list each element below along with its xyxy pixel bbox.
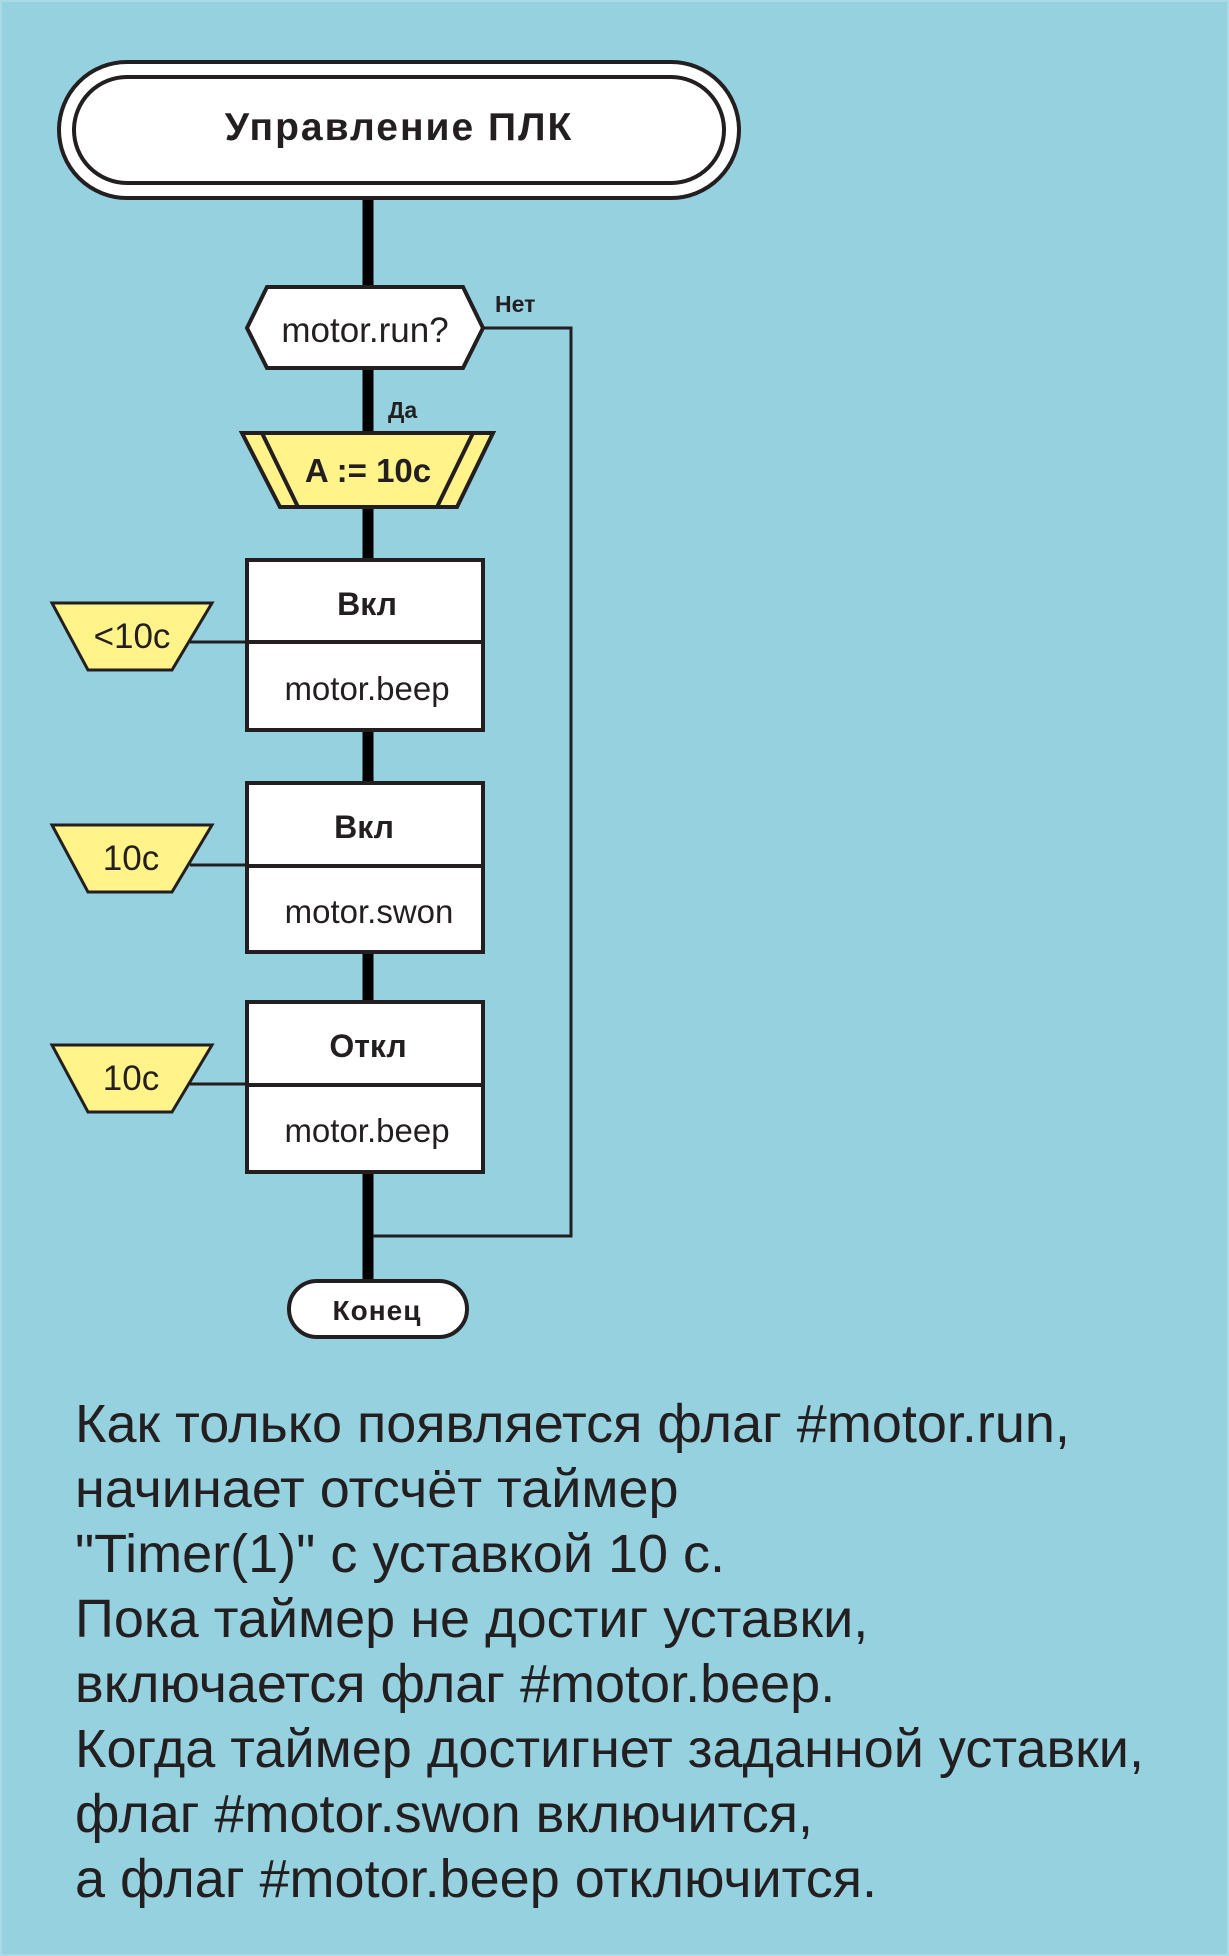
condition-text: 10c: [103, 1059, 159, 1098]
action-block-1: Вкл motor.beep <10c: [49, 558, 485, 732]
condition-shape: [49, 601, 215, 672]
action-state: Откл: [329, 1028, 406, 1064]
condition-shape: [49, 1043, 215, 1114]
title-text: Управление ПЛК: [225, 106, 574, 149]
description-line: Как только появляется флаг #motor.run,: [75, 1394, 1070, 1454]
decision-motor-run: motor.run? Нет Да: [244, 285, 535, 423]
description-line: а флаг #motor.beep отключится.: [75, 1849, 878, 1909]
description-line: Когда таймер достигнет заданной уставки,: [75, 1719, 1144, 1779]
action-state: Вкл: [334, 809, 394, 845]
action-block-3: Откл motor.beep 10c: [49, 1000, 485, 1174]
action-flag: motor.beep: [284, 670, 449, 707]
condition-shape: [49, 823, 215, 894]
action-flag: motor.beep: [284, 1112, 449, 1149]
action-block-2: Вкл motor.swon 10c: [49, 781, 485, 954]
description-line: включается флаг #motor.beep.: [75, 1654, 836, 1714]
preparation-text: A := 10c: [305, 452, 431, 489]
title-terminator: Управление ПЛК: [57, 60, 741, 200]
end-shape: [287, 1279, 469, 1339]
preparation-inner-left: [260, 432, 300, 508]
condition-text: <10c: [94, 617, 171, 656]
description-line: "Timer(1)" с уставкой 10 с.: [75, 1524, 726, 1584]
action-state: Вкл: [337, 586, 397, 622]
no-label: Нет: [495, 291, 535, 317]
decision-text: motor.run?: [281, 311, 448, 350]
description-line: начинает отсчёт таймер: [75, 1459, 679, 1519]
action-flag: motor.swon: [285, 893, 454, 930]
preparation-shape: [238, 431, 497, 509]
decision-shape: [244, 285, 486, 370]
preparation-inner-right: [435, 432, 475, 508]
description-line: флаг #motor.swon включится,: [75, 1784, 814, 1844]
title-terminator-inner: [72, 75, 726, 185]
end-text: Конец: [333, 1295, 422, 1326]
yes-label: Да: [388, 397, 417, 423]
preparation-timer: A := 10c: [238, 431, 497, 509]
description-line: Пока таймер не достиг уставки,: [75, 1589, 869, 1649]
end-terminator: Конец: [287, 1279, 469, 1339]
condition-text: 10c: [103, 839, 159, 878]
no-branch-line: [373, 326, 573, 1238]
description: Как только появляется флаг #motor.run, н…: [75, 1392, 1229, 1912]
action-box: [245, 558, 485, 732]
